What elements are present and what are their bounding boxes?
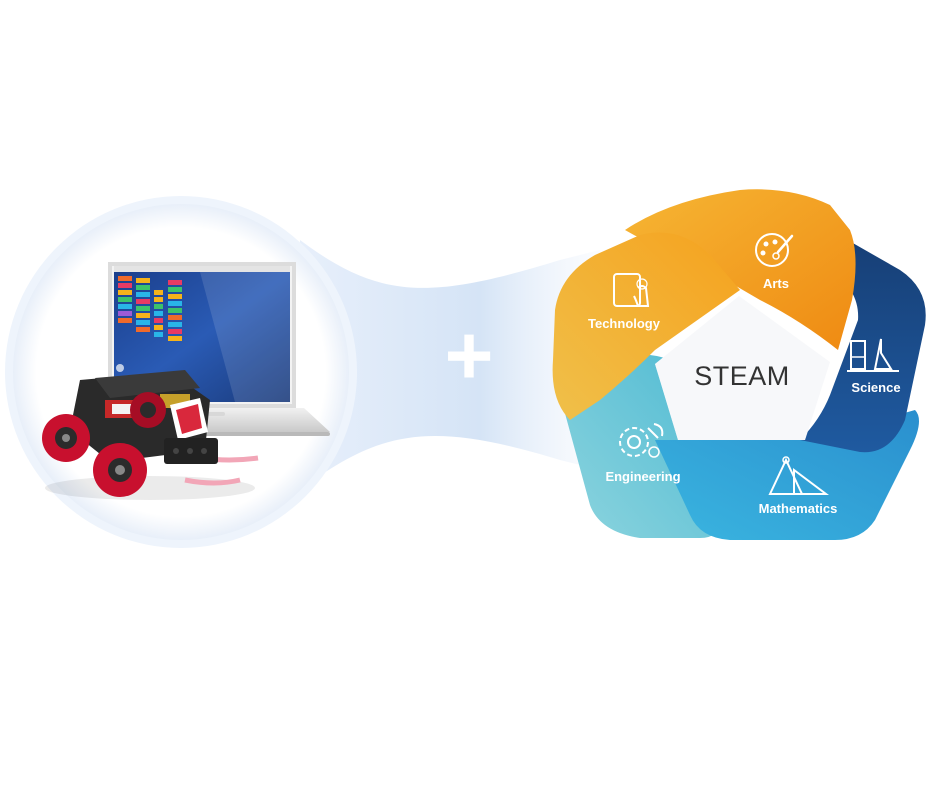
segment-label-science: Science [851,380,900,395]
steam-pentagon: STEAM Arts Science Mathematics [552,189,926,540]
gears-wrench-icon [619,423,664,458]
laptop-illustration [80,262,330,436]
bubble-bridge [300,240,600,490]
segment-label-engineering: Engineering [605,469,680,484]
geometry-ruler-icon [768,456,829,495]
tablet-touch-icon [613,273,650,307]
center-label: STEAM [694,361,790,391]
segment-technology [552,232,740,420]
segment-arts [625,189,856,350]
segment-science [770,223,926,453]
segment-label-arts: Arts [763,276,789,291]
code-blocks [116,276,182,372]
lab-flask-icon [847,338,899,372]
robot-car-illustration [42,370,259,500]
plus-symbol: + [444,308,493,402]
palette-icon [755,233,794,267]
segment-label-mathematics: Mathematics [759,501,838,516]
segment-label-technology: Technology [588,316,661,331]
